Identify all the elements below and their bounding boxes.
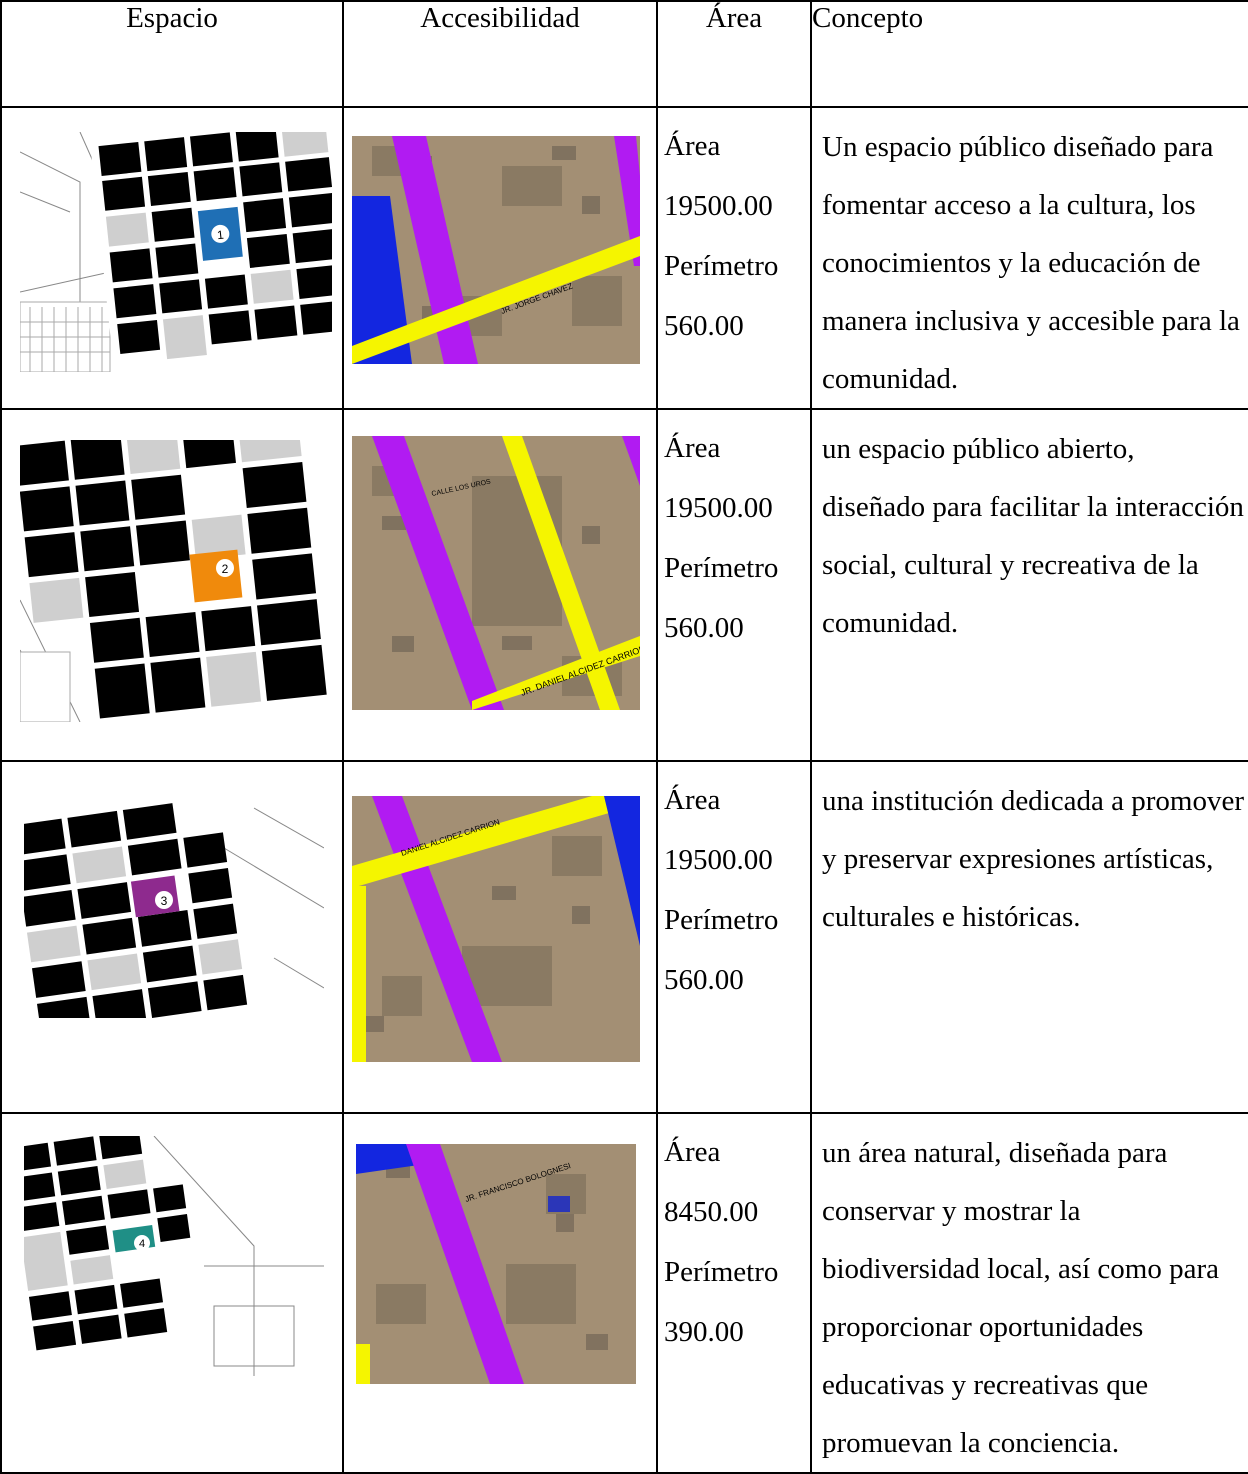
marker-4: 4 <box>139 1238 145 1250</box>
header-area: Área <box>656 0 812 108</box>
accesibilidad-cell: JR. FRANCISCO BOLOGNESI <box>342 1112 658 1474</box>
site-plan-map-4: 4 <box>24 1136 324 1376</box>
marker-3: 3 <box>161 894 168 908</box>
area-cell: Área 19500.00 Perímetro 560.00 <box>656 106 812 410</box>
marker-2: 2 <box>222 562 229 576</box>
area-cell: Área 19500.00 Perímetro 560.00 <box>656 408 812 762</box>
table-row: 4 JR. FRANCISCO BOLOGNESI Área 8450.00 P… <box>0 1112 1248 1474</box>
espacio-cell: 2 <box>0 408 344 762</box>
perimeter-value: 390.00 <box>664 1316 744 1348</box>
area-value: 8450.00 <box>664 1196 759 1228</box>
accesibilidad-cell: DANIEL ALCIDEZ CARRION <box>342 760 658 1114</box>
espacio-cell: 3 <box>0 760 344 1114</box>
accesibilidad-cell: JR. JORGE CHAVEZ <box>342 106 658 410</box>
perimeter-value: 560.00 <box>664 612 744 644</box>
perimeter-value: 560.00 <box>664 310 744 342</box>
area-cell: Área 19500.00 Perímetro 560.00 <box>656 760 812 1114</box>
perimeter-value: 560.00 <box>664 964 744 996</box>
aerial-map-3: DANIEL ALCIDEZ CARRION <box>352 796 640 1062</box>
marker-1: 1 <box>216 228 224 243</box>
area-label: Área <box>664 1136 721 1168</box>
perimeter-label: Perímetro <box>664 904 779 936</box>
espacio-cell: 4 <box>0 1112 344 1474</box>
header-espacio: Espacio <box>0 0 344 108</box>
concepto-cell: un espacio público abierto, diseñado par… <box>810 408 1248 762</box>
perimeter-label: Perímetro <box>664 552 779 584</box>
area-value: 19500.00 <box>664 844 773 876</box>
concepto-cell: una institución dedicada a promover y pr… <box>810 760 1248 1114</box>
header-accesibilidad: Accesibilidad <box>342 0 658 108</box>
table-row: 2 CALLE LOS UROS JR. DANIEL ALCIDEZ CARR… <box>0 408 1248 762</box>
concepto-cell: Un espacio público diseñado para fomenta… <box>810 106 1248 410</box>
area-value: 19500.00 <box>664 190 773 222</box>
site-plan-map-2: 2 <box>20 440 328 722</box>
perimeter-label: Perímetro <box>664 250 779 282</box>
header-concepto: Concepto <box>810 0 1248 108</box>
site-plan-map-3: 3 <box>24 788 324 1018</box>
area-cell: Área 8450.00 Perímetro 390.00 <box>656 1112 812 1474</box>
area-label: Área <box>664 130 721 162</box>
espacio-cell: 1 <box>0 106 344 410</box>
table-row: 1 JR. JORGE CHAVEZ Área 19500.00 Perímet… <box>0 106 1248 410</box>
header-row: Espacio Accesibilidad Área Concepto <box>0 0 1248 108</box>
site-plan-map-1: 1 <box>20 132 332 372</box>
area-value: 19500.00 <box>664 492 773 524</box>
accesibilidad-cell: CALLE LOS UROS JR. DANIEL ALCIDEZ CARRIO… <box>342 408 658 762</box>
aerial-map-1: JR. JORGE CHAVEZ <box>352 136 640 364</box>
area-label: Área <box>664 432 721 464</box>
area-label: Área <box>664 784 721 816</box>
table-row: 3 DANIEL ALCIDEZ CARRION Área 19500.00 P… <box>0 760 1248 1114</box>
aerial-map-4: JR. FRANCISCO BOLOGNESI <box>356 1144 636 1384</box>
aerial-map-2: CALLE LOS UROS JR. DANIEL ALCIDEZ CARRIO… <box>352 436 640 710</box>
perimeter-label: Perímetro <box>664 1256 779 1288</box>
concepto-cell: un área natural, diseñada para conservar… <box>810 1112 1248 1474</box>
